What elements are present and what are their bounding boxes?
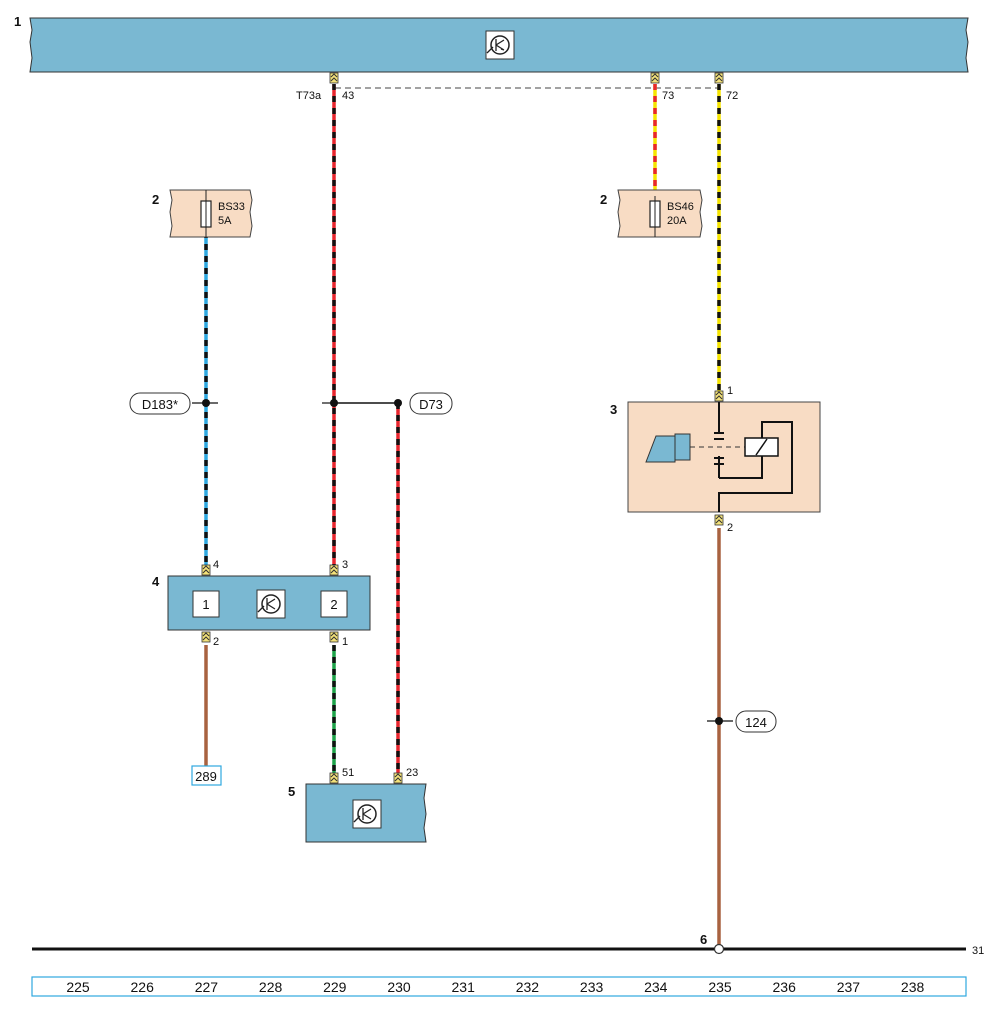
- fuse-bs46[interactable]: BS46 20A: [617, 189, 703, 238]
- component-1-number: 1: [14, 14, 21, 29]
- component-6-number: 6: [700, 932, 707, 947]
- grid-number: 234: [644, 979, 668, 995]
- component-5-module[interactable]: [305, 783, 427, 843]
- pin-43-label: 43: [342, 90, 354, 102]
- component-3-pin-2-label: 2: [727, 522, 733, 534]
- reference-289-label: 289: [195, 769, 217, 784]
- component-4-box-1: 1: [202, 597, 209, 612]
- grid-number: 230: [387, 979, 411, 995]
- fuse-bs33-rating: 5A: [218, 215, 232, 227]
- component-5-pin-51-label: 51: [342, 767, 354, 779]
- reference-289[interactable]: 289: [191, 765, 222, 786]
- component-2-number-right: 2: [600, 192, 607, 207]
- grid-number-bar: [31, 976, 967, 997]
- junction-d183-label: D183*: [142, 397, 178, 412]
- component-4-number: 4: [152, 574, 160, 589]
- grid-number: 225: [66, 979, 90, 995]
- component-4-pin-1-label: 1: [342, 636, 348, 648]
- pin-73-label: 73: [662, 90, 674, 102]
- component-4-pin-3-label: 3: [342, 559, 348, 571]
- junction-124[interactable]: 124: [707, 710, 777, 733]
- junction-d73-label: D73: [419, 397, 443, 412]
- electronic-module-icon: [485, 30, 515, 60]
- electronic-module-icon: [352, 799, 382, 829]
- component-1-control-unit[interactable]: [29, 17, 969, 73]
- grid-number: 228: [259, 979, 283, 995]
- fuse-bs33-name: BS33: [218, 201, 245, 213]
- relay-coil-icon: [744, 437, 779, 457]
- ground-reference-31: 31: [972, 945, 984, 957]
- grid-number: 233: [580, 979, 604, 995]
- grid-number: 237: [837, 979, 861, 995]
- electronic-module-icon: [256, 589, 286, 619]
- component-5-pin-23-label: 23: [406, 767, 418, 779]
- junction-d73[interactable]: D73: [322, 392, 453, 415]
- fuse-bs46-rating: 20A: [667, 215, 687, 227]
- junction-d183[interactable]: D183*: [129, 392, 218, 415]
- fuse-bs46-name: BS46: [667, 201, 694, 213]
- relay-switch-icon: [714, 402, 793, 512]
- component-4-pin-2-label: 2: [213, 636, 219, 648]
- component-4-box-2: 2: [330, 597, 337, 612]
- grid-number: 232: [516, 979, 540, 995]
- component-5-number: 5: [288, 784, 295, 799]
- grid-number: 227: [195, 979, 219, 995]
- component-3-pin-1-label: 1: [727, 385, 733, 397]
- grid-number: 235: [708, 979, 732, 995]
- ground-point-6[interactable]: [713, 943, 725, 955]
- grid-number: 236: [773, 979, 797, 995]
- component-4-pin-4-label: 4: [213, 559, 219, 571]
- grid-number: 231: [452, 979, 476, 995]
- grid-numbers: 225 226 227 228 229 230 231 232 233 234 235 236 237 2…: [66, 979, 924, 995]
- grid-number: 238: [901, 979, 925, 995]
- horn-icon: [645, 433, 691, 463]
- grid-number: 226: [131, 979, 155, 995]
- junction-124-label: 124: [745, 715, 767, 730]
- fuse-bs33[interactable]: BS33 5A: [169, 189, 253, 238]
- pin-connectors: [201, 72, 724, 784]
- component-2-number-left: 2: [152, 192, 159, 207]
- component-3-horn-relay[interactable]: [627, 401, 821, 513]
- component-4-module[interactable]: 1 2: [167, 575, 371, 631]
- connector-t73a-label: T73a: [296, 90, 322, 102]
- component-3-number: 3: [610, 402, 617, 417]
- pin-72-label: 72: [726, 90, 738, 102]
- grid-number: 229: [323, 979, 347, 995]
